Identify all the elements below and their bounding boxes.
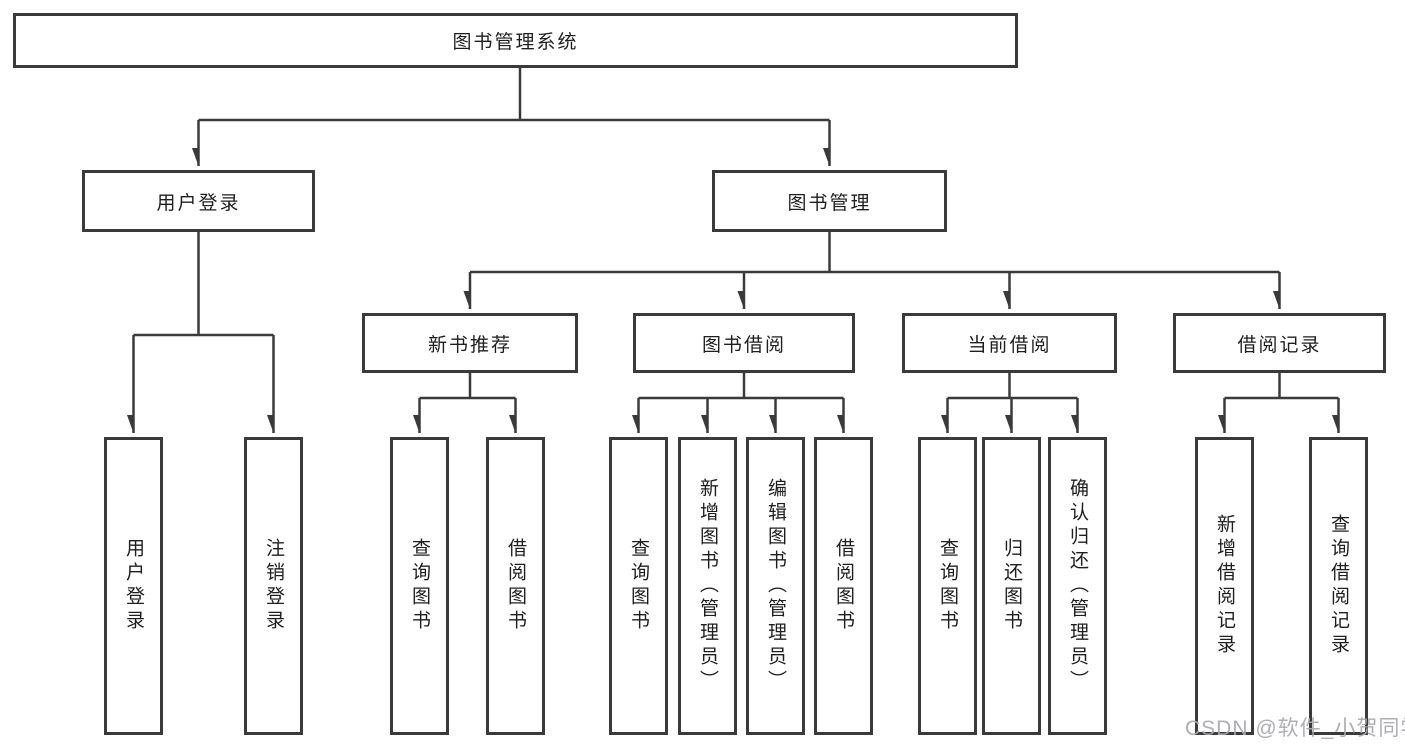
leaf-nbr-borrow-books: 借阅图书 xyxy=(486,437,545,735)
node-book-borrowing: 图书借阅 xyxy=(633,313,855,373)
node-user-login: 用户登录 xyxy=(82,170,315,232)
node-current-borrowing: 当前借阅 xyxy=(902,313,1117,373)
leaf-bb-borrow-books: 借阅图书 xyxy=(814,437,873,735)
node-new-book-recommend: 新书推荐 xyxy=(362,313,578,373)
leaf-bb-edit-books-admin: 编辑图书（管理员） xyxy=(746,437,805,735)
leaf-cb-query-books: 查询图书 xyxy=(918,437,977,735)
leaf-user-login: 用户登录 xyxy=(104,437,163,735)
leaf-bb-add-books-admin: 新增图书（管理员） xyxy=(678,437,737,735)
leaf-bb-query-books: 查询图书 xyxy=(609,437,668,735)
node-root-system: 图书管理系统 xyxy=(13,13,1018,68)
leaf-logout: 注销登录 xyxy=(244,437,303,735)
node-book-management: 图书管理 xyxy=(712,170,947,232)
csdn-watermark: CSDN @软件_小贺同学 xyxy=(1185,717,1405,740)
leaf-cb-return-books: 归还图书 xyxy=(982,437,1041,735)
leaf-br-add-record: 新增借阅记录 xyxy=(1195,437,1254,735)
leaf-cb-confirm-return-admin: 确认归还（管理员） xyxy=(1048,437,1107,735)
leaf-nbr-query-books: 查询图书 xyxy=(390,437,449,735)
node-borrowing-records: 借阅记录 xyxy=(1173,313,1386,373)
leaf-br-query-record: 查询借阅记录 xyxy=(1309,437,1368,735)
